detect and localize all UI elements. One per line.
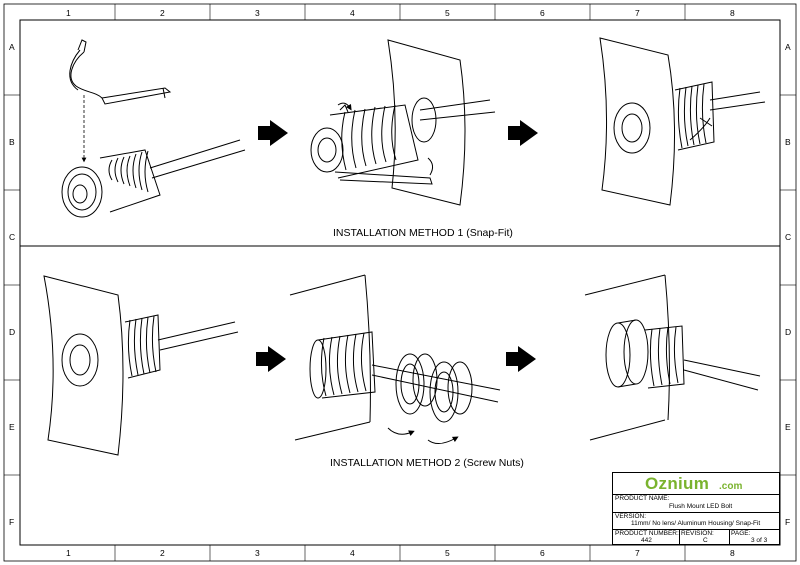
panel-wall-4 xyxy=(43,275,239,456)
snap-clip-drawing xyxy=(69,39,172,105)
row-label-e-right: E xyxy=(785,422,791,432)
caption-method-1: INSTALLATION METHOD 1 (Snap-Fit) xyxy=(333,227,513,239)
col-label-4: 4 xyxy=(350,8,355,18)
col-label-8: 8 xyxy=(730,8,735,18)
screw-nuts-drawing xyxy=(289,274,501,444)
col-label-3-bottom: 3 xyxy=(255,548,260,558)
logo-word: Oznium xyxy=(645,474,710,493)
row-label-e: E xyxy=(9,422,15,432)
product-name-value: Flush Mount LED Bolt xyxy=(669,503,733,510)
assembled-nuts-drawing xyxy=(584,274,761,441)
col-label-3: 3 xyxy=(255,8,260,18)
col-label-1-bottom: 1 xyxy=(66,548,71,558)
arrow-right-3 xyxy=(256,346,286,372)
col-label-2: 2 xyxy=(160,8,165,18)
panel-wall-2 xyxy=(310,39,496,206)
page-label: PAGE: xyxy=(731,530,751,537)
row-label-d-right: D xyxy=(785,327,792,337)
col-label-8-bottom: 8 xyxy=(730,548,735,558)
title-block: Oznium .com PRODUCT NAME: Flush Mount LE… xyxy=(612,472,780,545)
arrow-right-1 xyxy=(258,120,288,146)
product-number-label: PRODUCT NUMBER: xyxy=(615,530,679,537)
logo-suffix: .com xyxy=(719,481,743,492)
col-label-6: 6 xyxy=(540,8,545,18)
col-label-2-bottom: 2 xyxy=(160,548,165,558)
panel-wall-3 xyxy=(599,37,766,206)
revision-label: REVISION: xyxy=(681,530,714,537)
row-label-a-right: A xyxy=(785,42,791,52)
row-label-d: D xyxy=(9,327,16,337)
col-label-4-bottom: 4 xyxy=(350,548,355,558)
product-name-label: PRODUCT NAME: xyxy=(615,495,670,502)
arrow-right-4 xyxy=(506,346,536,372)
oznium-logo: Oznium .com xyxy=(613,473,779,494)
row-label-a: A xyxy=(9,42,15,52)
product-number-value: 442 xyxy=(641,537,652,544)
version-value: 11mm/ No lens/ Aluminum Housing/ Snap-Fi… xyxy=(631,520,761,527)
col-label-6-bottom: 6 xyxy=(540,548,545,558)
col-label-7-bottom: 7 xyxy=(635,548,640,558)
version-label: VERSION: xyxy=(615,513,647,520)
row-label-f-right: F xyxy=(785,517,791,527)
row-label-f: F xyxy=(9,517,15,527)
row-label-c-right: C xyxy=(785,232,792,242)
arrow-right-2 xyxy=(508,120,538,146)
caption-method-2: INSTALLATION METHOD 2 (Screw Nuts) xyxy=(330,457,524,469)
col-label-1: 1 xyxy=(66,8,71,18)
revision-value: C xyxy=(703,537,708,544)
page-value: 3 of 3 xyxy=(751,537,768,544)
col-label-5-bottom: 5 xyxy=(445,548,450,558)
col-label-7: 7 xyxy=(635,8,640,18)
row-label-c: C xyxy=(9,232,16,242)
led-bolt-drawing-1 xyxy=(61,139,246,218)
col-label-5: 5 xyxy=(445,8,450,18)
row-label-b: B xyxy=(9,137,15,147)
row-label-b-right: B xyxy=(785,137,791,147)
